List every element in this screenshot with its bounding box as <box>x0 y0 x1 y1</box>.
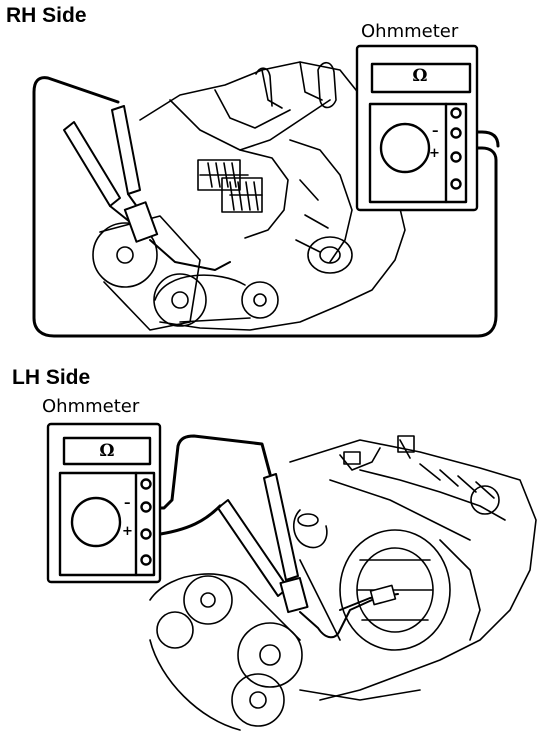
lh-meter-leads <box>150 434 272 537</box>
rh-ohmmeter <box>355 44 479 212</box>
rh-minus-terminal-label: – <box>432 124 439 139</box>
rh-side-title: RH Side <box>6 4 87 27</box>
lh-minus-terminal-label: – <box>124 496 131 511</box>
lh-side-title: LH Side <box>12 366 91 389</box>
lh-test-probes <box>217 473 373 639</box>
rh-meter-leads <box>32 76 500 338</box>
rh-test-probes <box>63 105 231 271</box>
rh-ohm-display-symbol: Ω <box>412 66 428 86</box>
lh-ohmmeter <box>46 422 162 584</box>
lh-plus-terminal-label: + <box>122 524 133 539</box>
lh-engine-illustration <box>149 435 537 731</box>
rh-plus-terminal-label: + <box>429 146 440 161</box>
rh-ohmmeter-label: Ohmmeter <box>361 21 459 42</box>
lh-ohm-display-symbol: Ω <box>99 441 115 461</box>
lh-ohmmeter-label: Ohmmeter <box>42 396 140 417</box>
rh-engine-illustration <box>92 61 406 331</box>
